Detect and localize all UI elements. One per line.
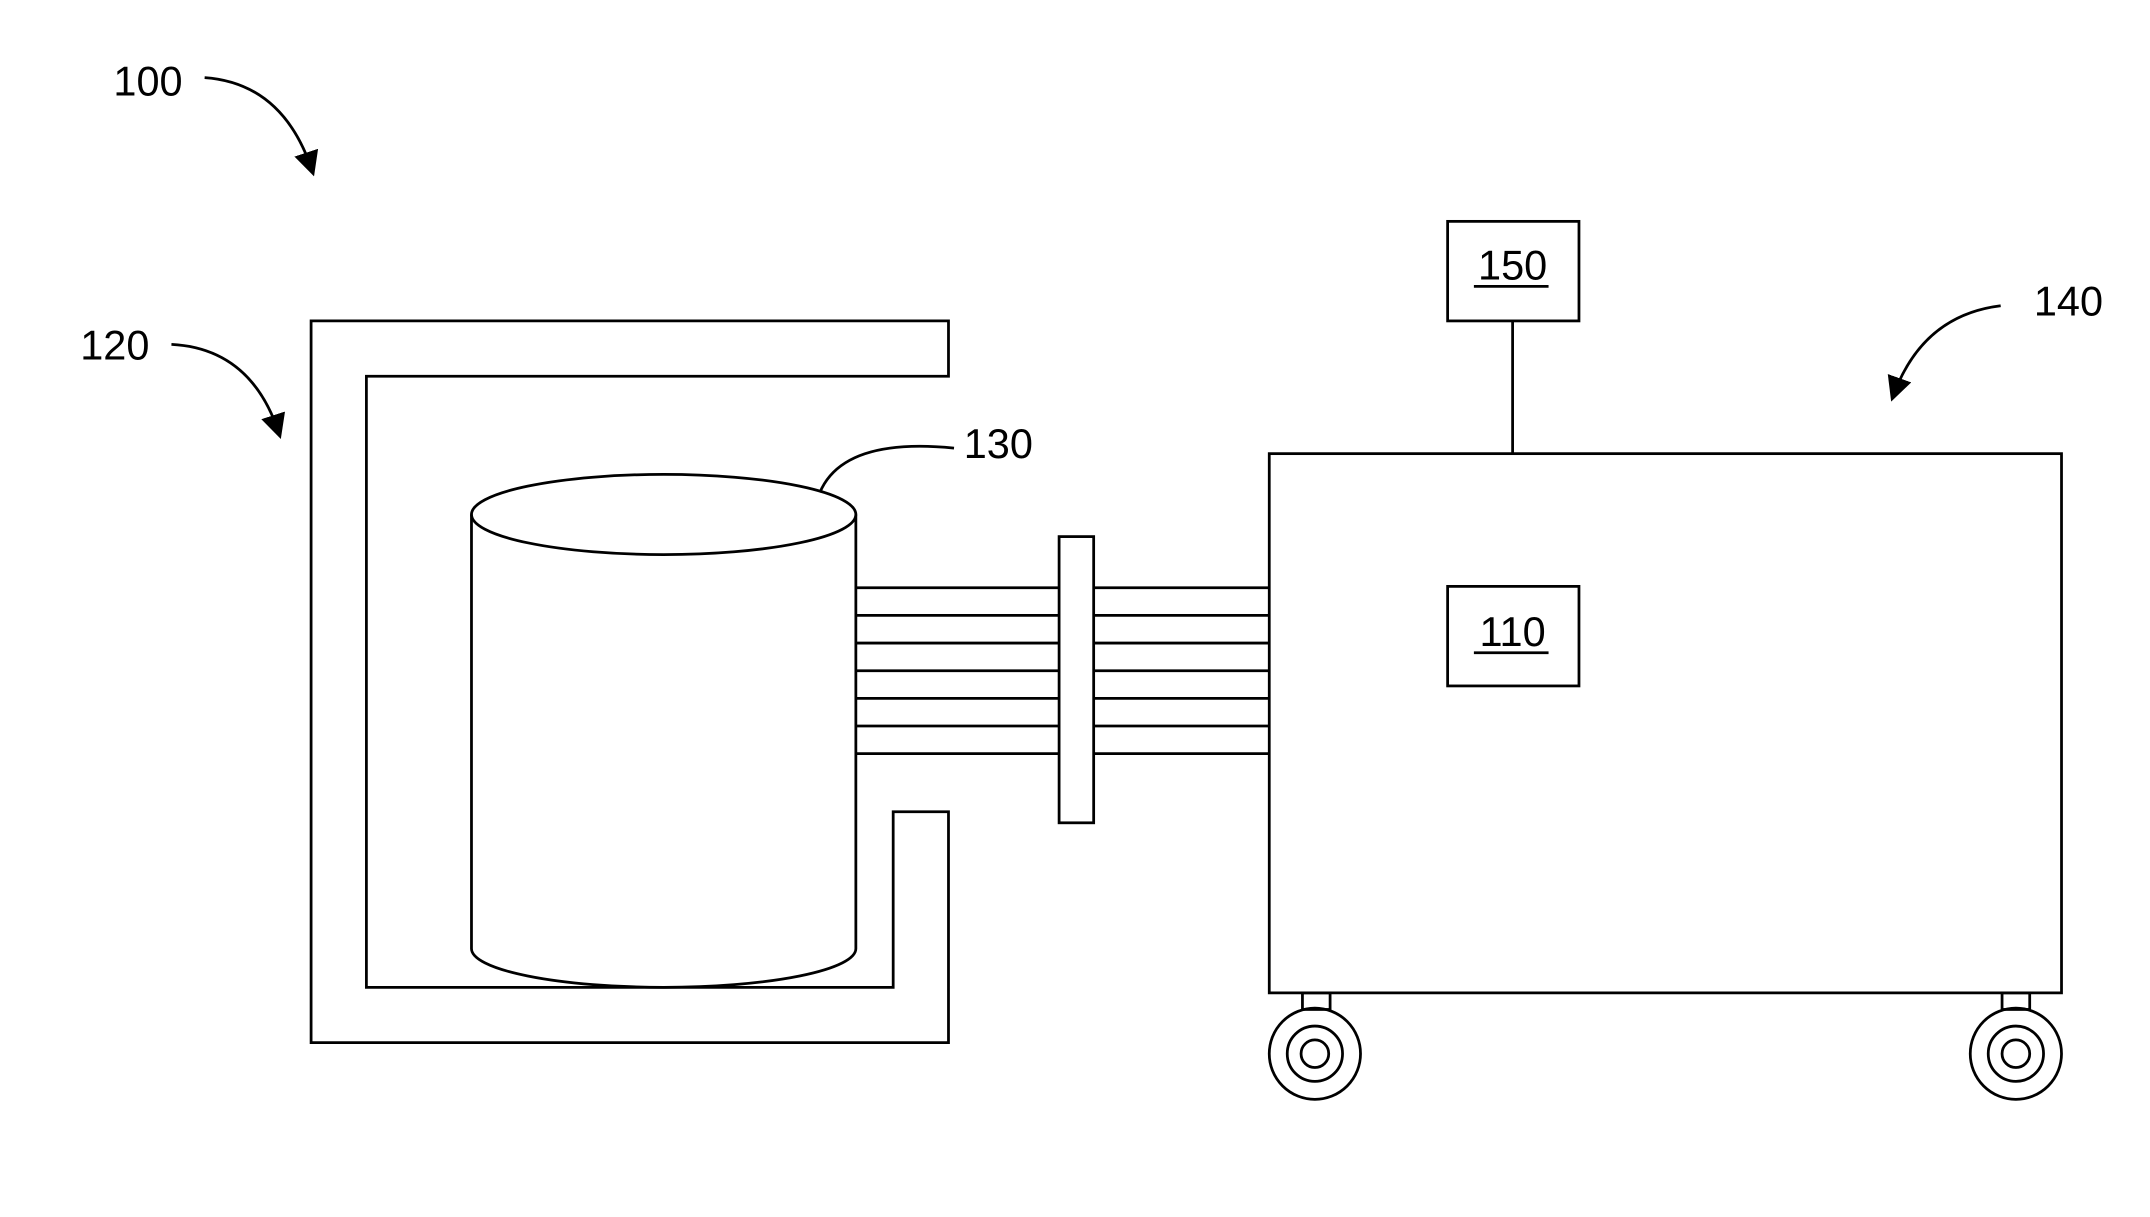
leader-arrow-100 (205, 78, 313, 172)
label-120: 120 (80, 322, 149, 369)
cart-body (1269, 454, 2061, 993)
label-110: 110 (1480, 608, 1546, 655)
right-wheel (1970, 993, 2061, 1099)
leader-arrow-120 (171, 344, 279, 434)
label-140: 140 (2034, 277, 2103, 324)
cable-connector-plate (1059, 537, 1094, 823)
leader-arrow-140 (1893, 306, 2001, 397)
leader-line-130 (820, 446, 954, 492)
left-wheel (1269, 993, 1360, 1099)
label-150: 150 (1478, 241, 1547, 288)
label-100: 100 (113, 58, 182, 105)
magnet-housing (311, 321, 948, 1043)
cylinder (471, 474, 855, 987)
label-130: 130 (964, 420, 1033, 467)
